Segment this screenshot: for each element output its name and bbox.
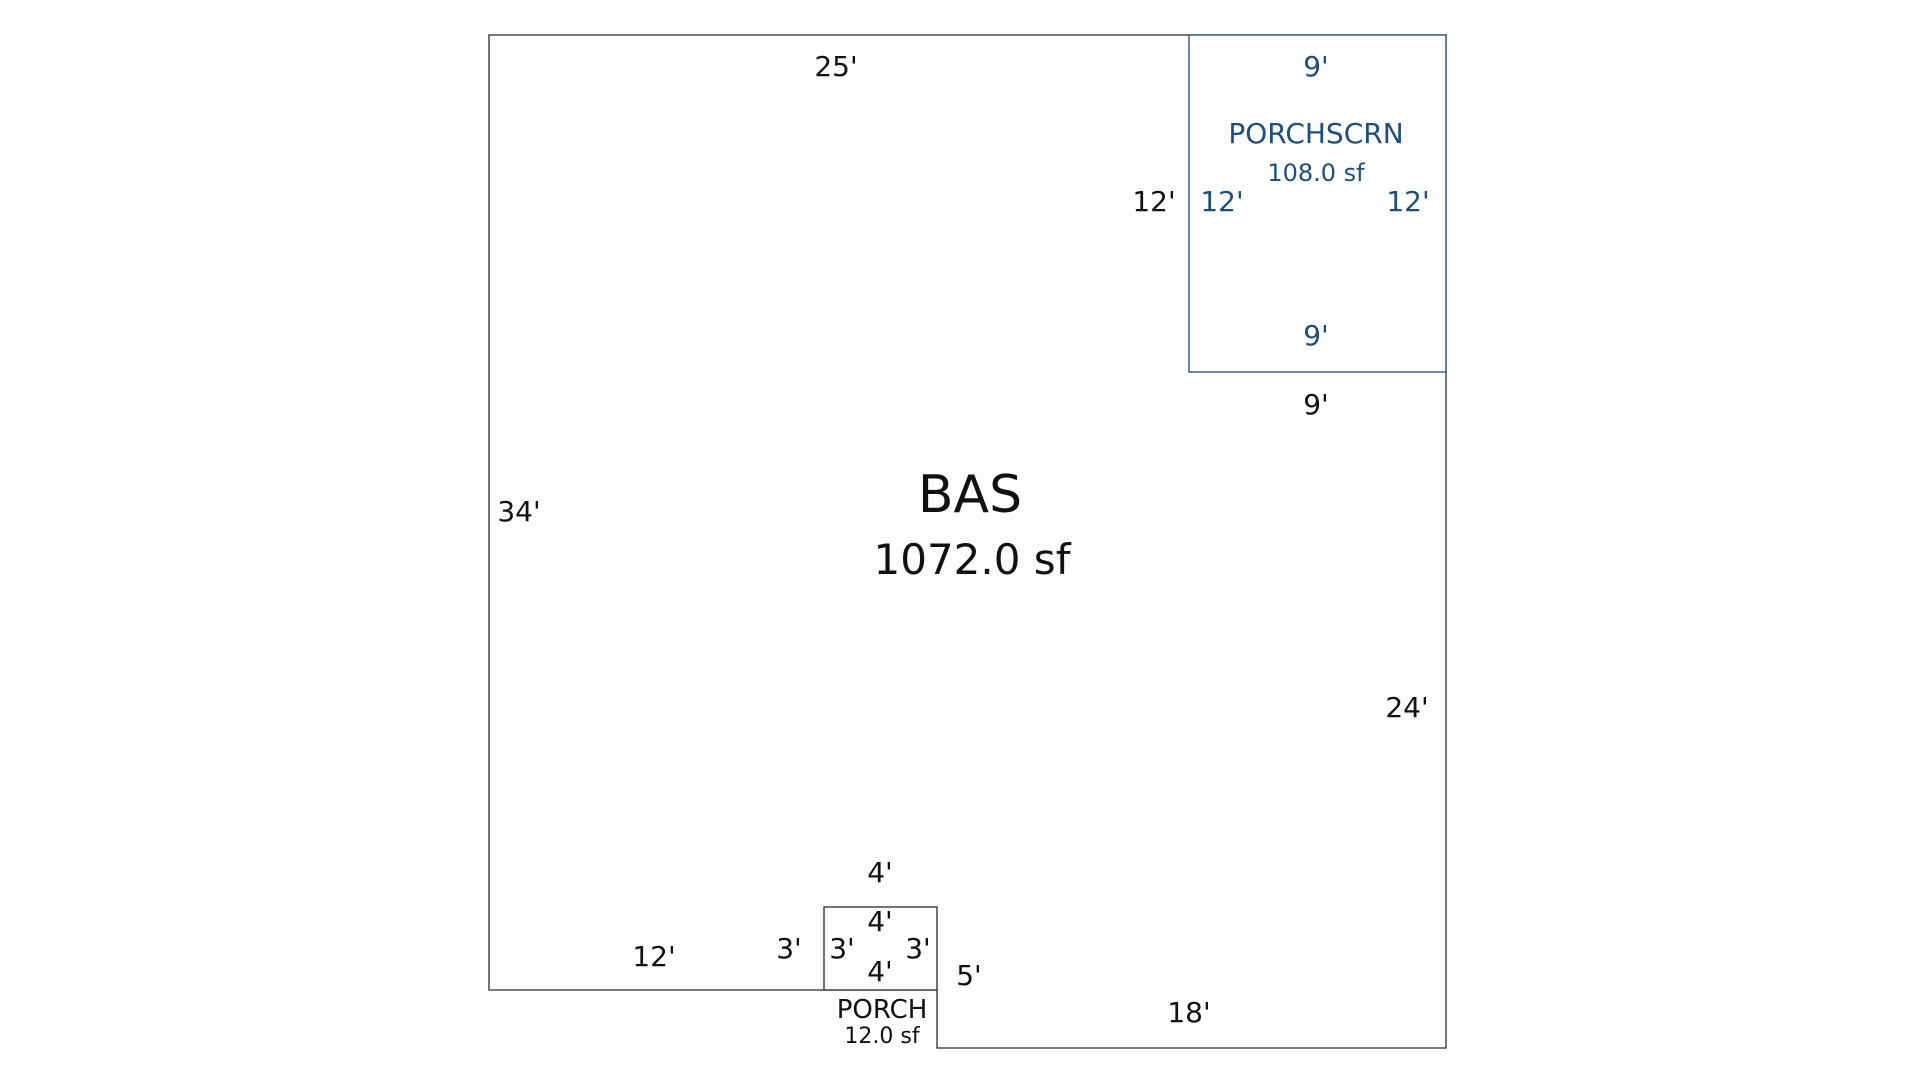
bas-dim-scrn-side: 12' [1132,185,1175,218]
porch-dim-right: 3' [905,932,931,965]
bas-dim-porch-top: 4' [867,856,893,889]
porch-area: 12.0 sf [844,1024,920,1049]
bas-area: 1072.0 sf [874,535,1072,584]
porch-dim-bottom: 4' [867,955,893,988]
bas-dim-right: 24' [1385,691,1428,724]
bas-dim-scrn-bottom: 9' [1303,388,1329,421]
porch-outline [823,906,938,991]
porchscrn-dim-left: 12' [1200,185,1243,218]
bas-dim-bottom-left: 12' [632,940,675,973]
bas-dim-bottom-right: 18' [1167,996,1210,1029]
bas-name: BAS [918,465,1022,525]
porchscrn-dim-bottom: 9' [1303,319,1329,352]
porch-name: PORCH [837,995,928,1025]
bas-dim-notch-step: 5' [956,959,982,992]
porch-dim-top: 4' [867,905,893,938]
bas-dim-left: 34' [497,495,540,528]
porchscrn-area: 108.0 sf [1267,159,1365,187]
porchscrn-outline [1188,34,1447,373]
bas-dim-top: 25' [814,50,857,83]
porch-dim-left: 3' [829,932,855,965]
porchscrn-name: PORCHSCRN [1228,117,1403,150]
bas-dim-porch-side: 3' [776,932,802,965]
porchscrn-dim-top: 9' [1303,50,1329,83]
porchscrn-dim-right: 12' [1386,185,1429,218]
